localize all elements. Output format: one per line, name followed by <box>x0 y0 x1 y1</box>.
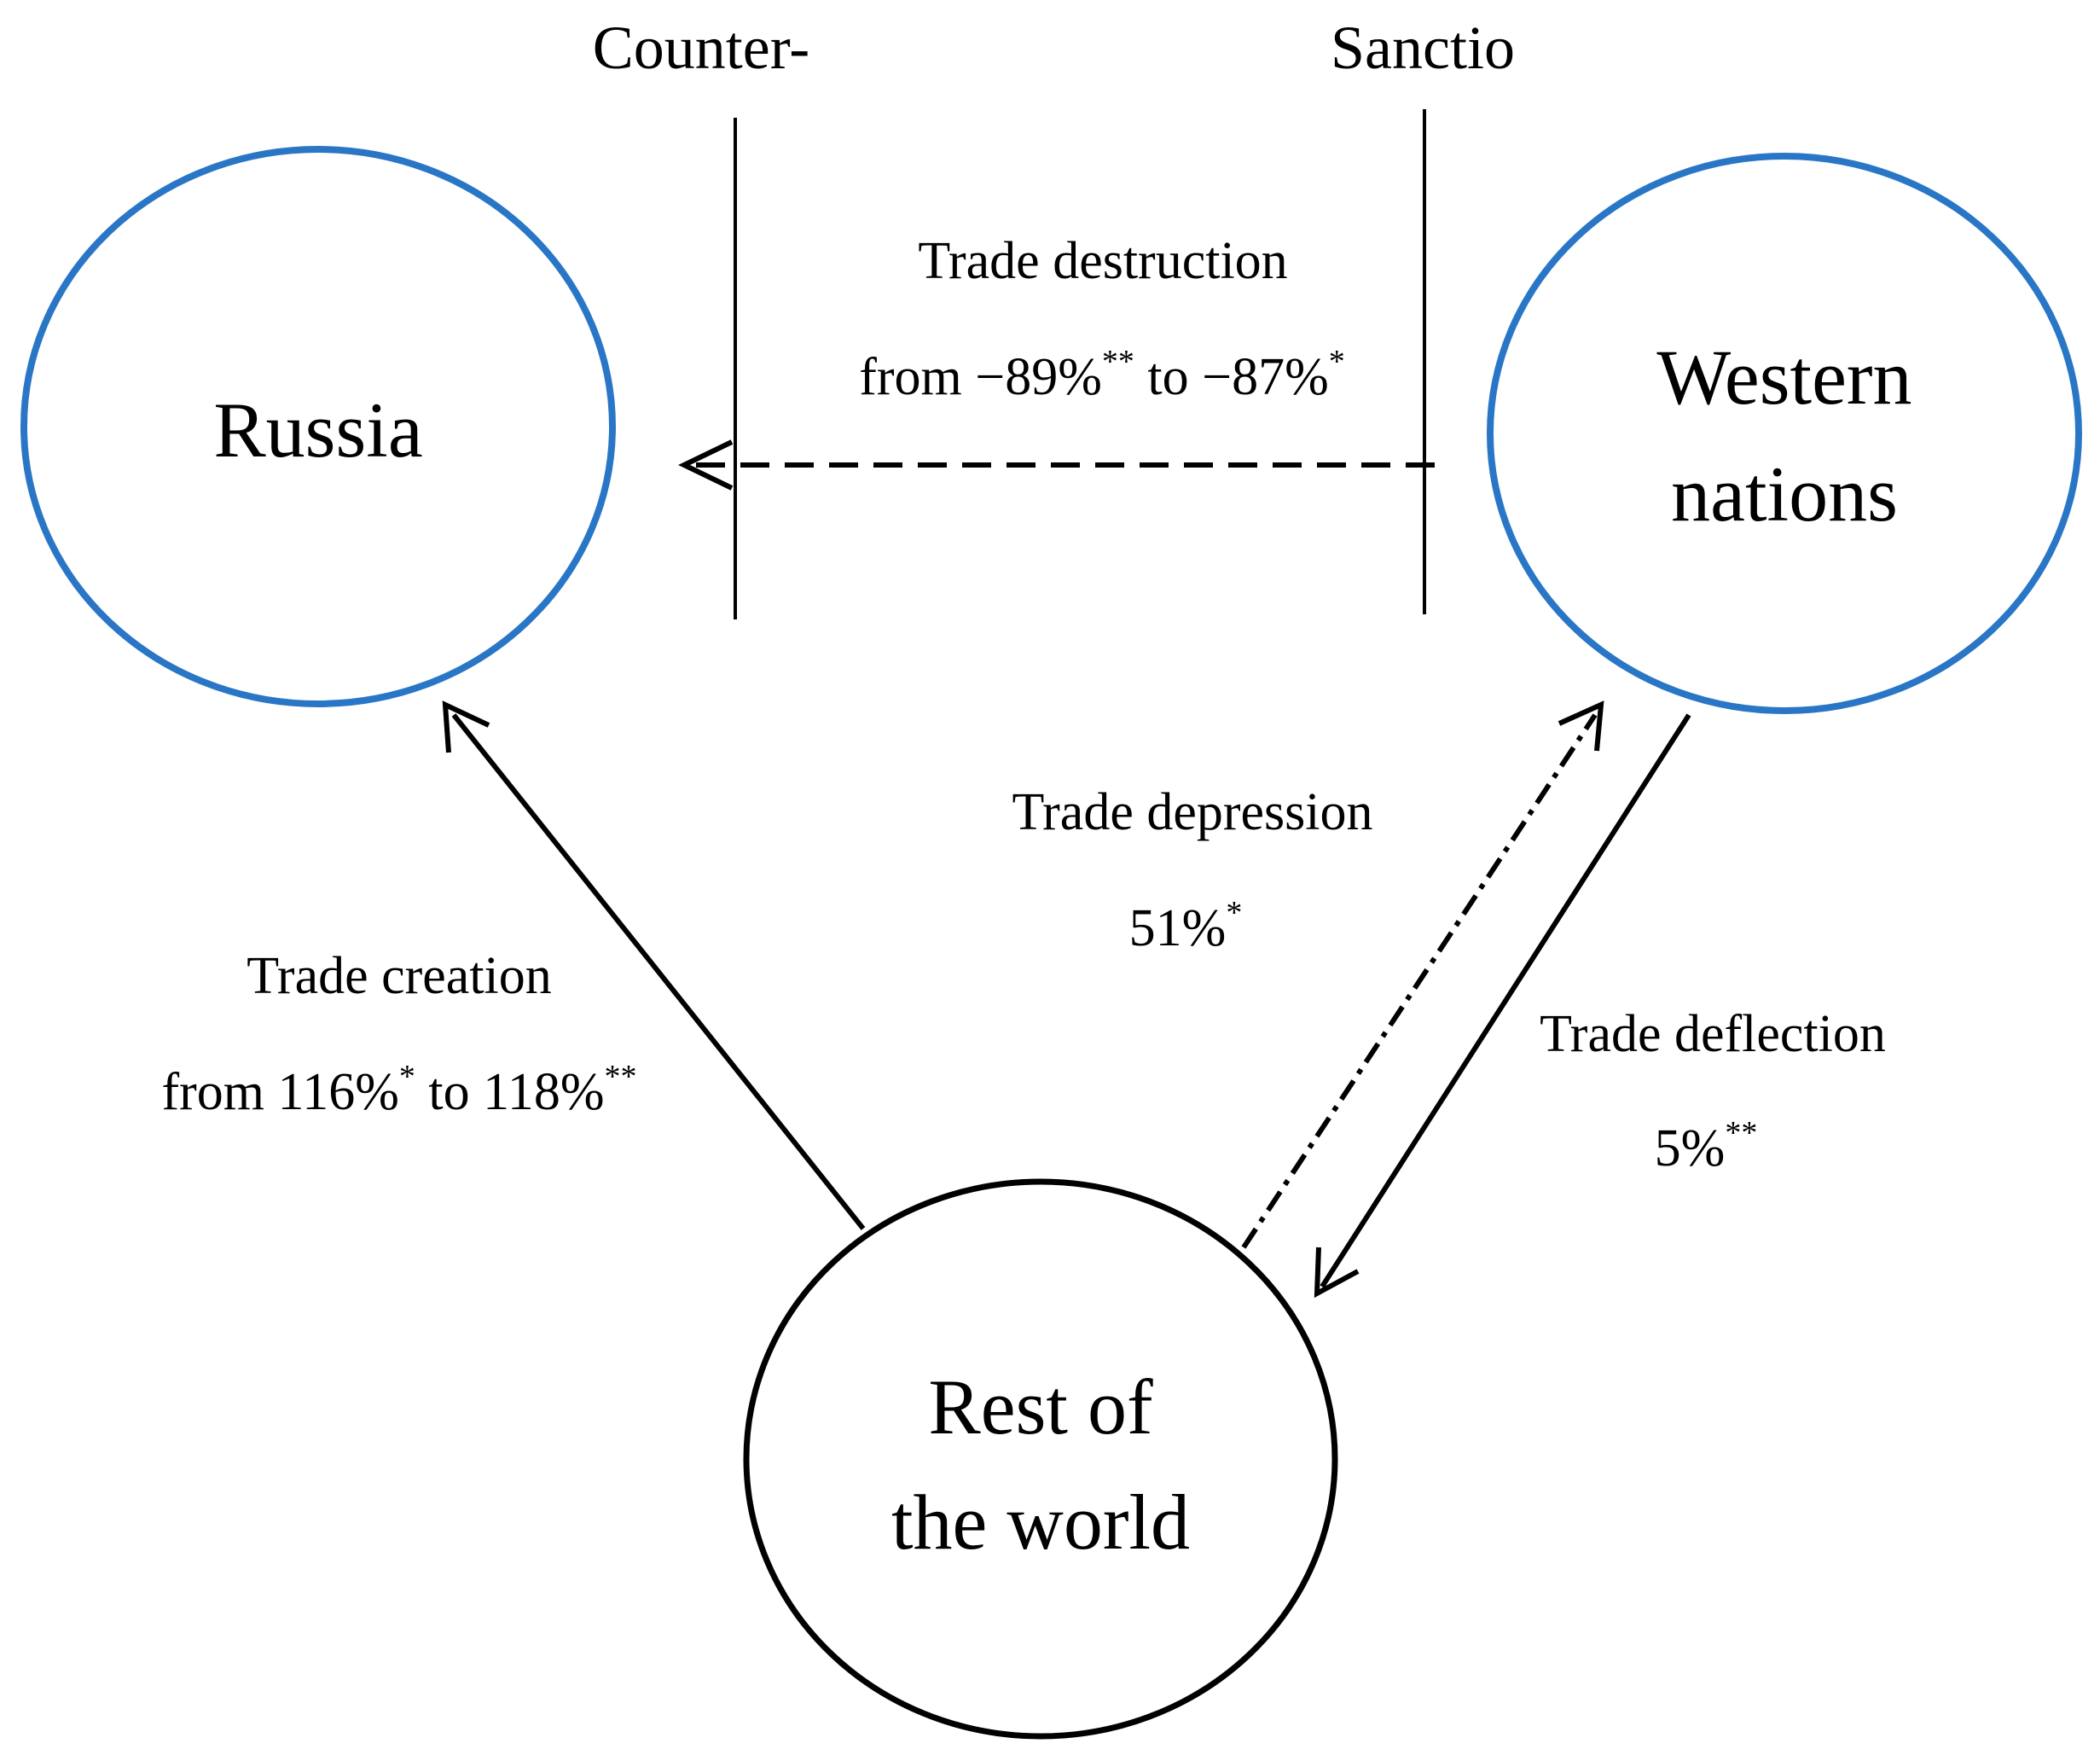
trade-destruction-title: Trade destruction <box>918 232 1287 290</box>
trade-depression-arrow <box>1241 713 1598 1249</box>
trade-deflection-arrowhead <box>1314 1247 1360 1299</box>
trade-creation-arrowhead <box>442 700 490 753</box>
trade-depression-title: Trade depression <box>1012 783 1372 841</box>
trade-creation-sup1: * <box>399 1059 415 1095</box>
trade-destruction-sup1: ** <box>1102 344 1134 380</box>
rest-of-world-label-line2: the world <box>891 1479 1190 1566</box>
trade-destruction-prefix: from −89% <box>859 348 1102 406</box>
trade-deflection-number: 5% <box>1655 1119 1726 1177</box>
trade-creation-title: Trade creation <box>247 947 552 1005</box>
trade-destruction-value: from −89%** to −87%* <box>859 344 1344 406</box>
trade-destruction-sup2: * <box>1329 344 1345 380</box>
trade-depression-value: 51%* <box>1129 895 1243 957</box>
trade-creation-arrow <box>451 713 866 1230</box>
trade-creation-middle: to 118% <box>415 1063 605 1121</box>
rest-of-world-label-line1: Rest of <box>928 1363 1153 1450</box>
rest-of-world-node <box>743 1178 1338 1740</box>
trade-creation-value: from 116%* to 118%** <box>162 1059 637 1121</box>
trade-destruction-arrowhead <box>678 439 734 491</box>
counter-sanctions-label: Counter- <box>593 14 810 82</box>
trade-creation-sup2: ** <box>604 1059 636 1095</box>
sanctions-label: Sanctio <box>1331 14 1515 82</box>
western-nations-label-line2: nations <box>1671 450 1898 538</box>
trade-creation-prefix: from 116% <box>162 1063 399 1121</box>
trade-deflection-value: 5%** <box>1655 1115 1758 1177</box>
trade-depression-number: 51% <box>1129 899 1227 957</box>
trade-destruction-middle: to −87% <box>1134 348 1329 406</box>
russia-node <box>20 146 616 707</box>
trade-deflection-arrow <box>1320 713 1691 1288</box>
western-nations-node <box>1487 153 2082 714</box>
russia-label: Russia <box>213 386 422 474</box>
trade-deflection-title: Trade deflection <box>1540 1005 1886 1063</box>
trade-depression-sup: * <box>1226 895 1242 931</box>
trade-depression-arrowhead <box>1558 700 1604 752</box>
western-nations-label-line1: Western <box>1656 334 1911 421</box>
trade-deflection-sup: ** <box>1725 1115 1757 1151</box>
